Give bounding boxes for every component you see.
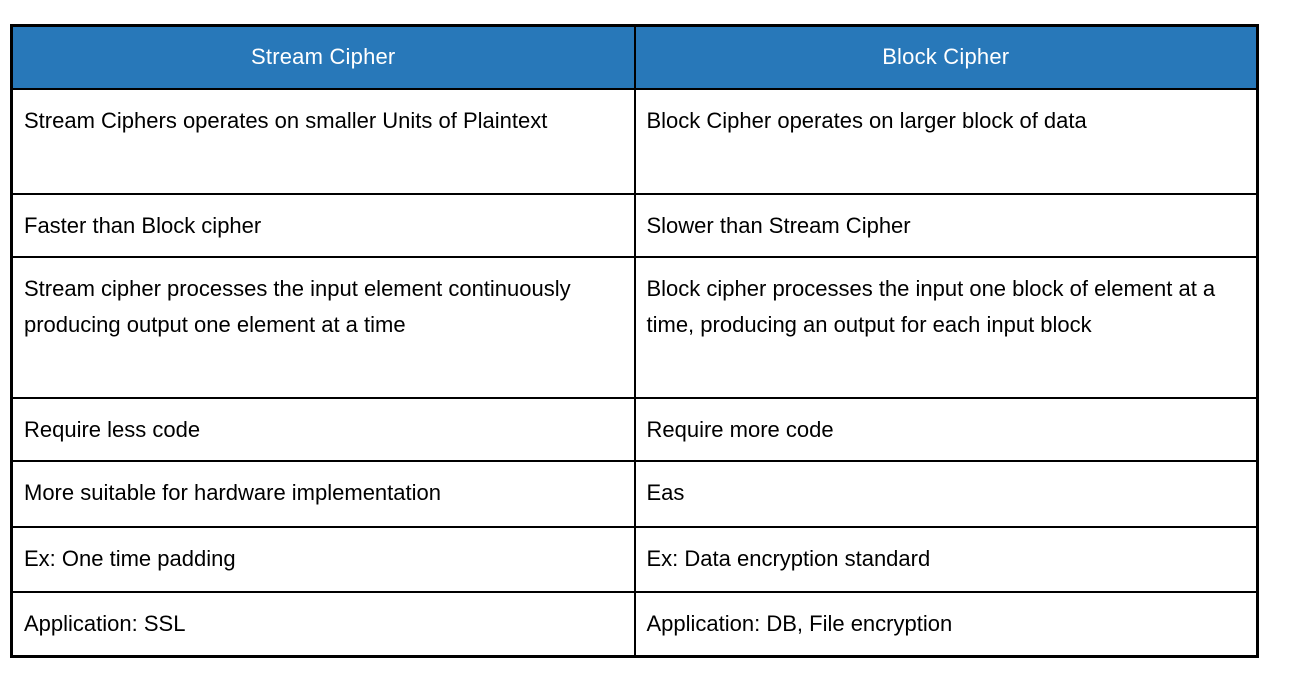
cell-block-speed: Slower than Stream Cipher: [633, 192, 1259, 258]
table-body: Stream Ciphers operates on smaller Units…: [10, 87, 1259, 658]
column-header-stream-cipher: Stream Cipher: [10, 24, 636, 90]
cell-block-processing: Block cipher processes the input one blo…: [633, 255, 1259, 399]
table-row: Stream cipher processes the input elemen…: [10, 255, 1259, 399]
cell-stream-application: Application: SSL: [10, 590, 636, 658]
table-header: Stream Cipher Block Cipher: [10, 24, 1259, 90]
cell-stream-processing: Stream cipher processes the input elemen…: [10, 255, 636, 399]
cell-block-code: Require more code: [633, 396, 1259, 462]
cell-stream-speed: Faster than Block cipher: [10, 192, 636, 258]
table-row: Require less code Require more code: [10, 396, 1259, 462]
cell-stream-code: Require less code: [10, 396, 636, 462]
table-row: Ex: One time padding Ex: Data encryption…: [10, 525, 1259, 593]
header-row: Stream Cipher Block Cipher: [10, 24, 1259, 90]
table-row: Application: SSL Application: DB, File e…: [10, 590, 1259, 658]
cell-stream-suitability: More suitable for hardware implementatio…: [10, 459, 636, 528]
cell-block-suitability: Eas: [633, 459, 1259, 528]
table-row: Stream Ciphers operates on smaller Units…: [10, 87, 1259, 195]
cipher-comparison-table: Stream Cipher Block Cipher Stream Cipher…: [10, 24, 1259, 658]
cell-stream-example: Ex: One time padding: [10, 525, 636, 593]
table-row: More suitable for hardware implementatio…: [10, 459, 1259, 528]
cell-block-units: Block Cipher operates on larger block of…: [633, 87, 1259, 195]
cell-stream-units: Stream Ciphers operates on smaller Units…: [10, 87, 636, 195]
column-header-block-cipher: Block Cipher: [633, 24, 1259, 90]
cell-block-example: Ex: Data encryption standard: [633, 525, 1259, 593]
cell-block-application: Application: DB, File encryption: [633, 590, 1259, 658]
table-row: Faster than Block cipher Slower than Str…: [10, 192, 1259, 258]
